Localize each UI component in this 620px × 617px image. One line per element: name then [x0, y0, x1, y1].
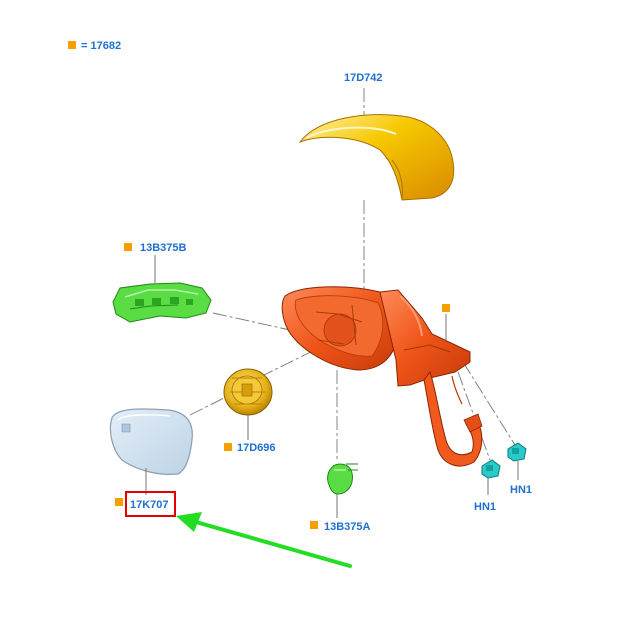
connector-left-label: HN1 — [474, 501, 496, 513]
legend: = 17682 — [68, 40, 121, 52]
connector-left-part[interactable] — [481, 459, 501, 479]
actuator-marker-icon — [224, 443, 232, 451]
legend-text: = 17682 — [81, 40, 121, 52]
mirror-housing-part[interactable] — [281, 286, 483, 467]
connector-right-part[interactable] — [507, 442, 527, 462]
signal-marker-icon — [124, 243, 132, 251]
cap-label: 17D742 — [344, 72, 383, 84]
mirror-cap-part[interactable] — [298, 114, 455, 201]
actuator-part[interactable] — [223, 368, 273, 416]
actuator-label: 17D696 — [237, 442, 276, 454]
pointer-arrow — [176, 512, 352, 568]
legend-marker-icon — [68, 41, 76, 49]
signal-label: 13B375B — [140, 242, 187, 254]
housing-marker-icon — [442, 304, 450, 312]
glass-marker-icon — [115, 498, 123, 506]
mirror-glass-part[interactable] — [109, 408, 193, 475]
connector-right-label: HN1 — [510, 484, 532, 496]
puddle-lamp-part[interactable] — [327, 463, 358, 495]
glass-label: 17K707 — [130, 499, 169, 511]
puddle-marker-icon — [310, 521, 318, 529]
puddle-label: 13B375A — [324, 521, 371, 533]
glass-highlight-box[interactable] — [125, 491, 176, 517]
turn-signal-part[interactable] — [112, 282, 212, 323]
